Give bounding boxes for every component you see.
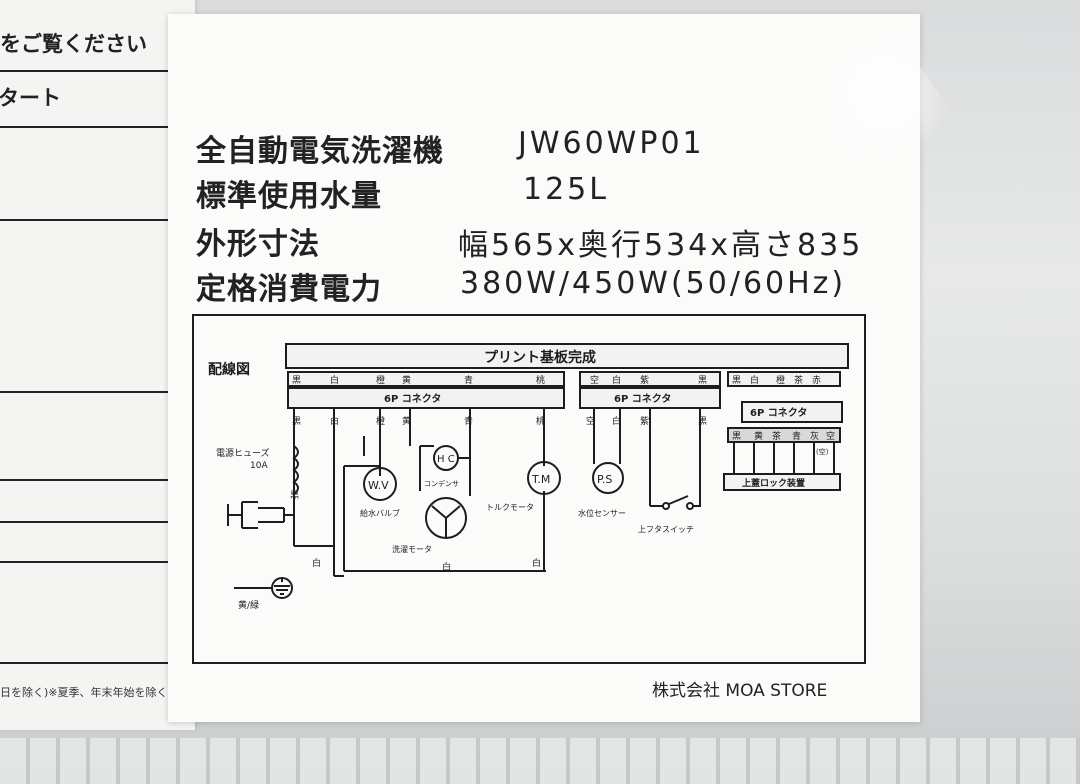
- wire-label: 茶: [794, 374, 803, 386]
- pressure-sensor-caption: 水位センサー: [578, 508, 626, 518]
- fuse-label: 電源ヒューズ: [216, 447, 270, 459]
- model-number: JW60WP01: [518, 126, 705, 161]
- dimensions-label: 外形寸法: [196, 227, 320, 262]
- wire-label: 黒: [698, 416, 707, 427]
- wire-label: 空: [586, 415, 595, 427]
- wire-label: 黒: [290, 490, 299, 501]
- water-usage-value: 125L: [523, 172, 609, 207]
- wire-label: 空: [826, 430, 835, 442]
- pcb-label: プリント基板完成: [484, 349, 596, 366]
- torque-motor-caption: トルクモータ: [486, 503, 534, 512]
- dimensions-value: 幅565x奥行534x高さ835: [458, 228, 864, 263]
- lid-switch-caption: 上フタスイッチ: [638, 525, 694, 534]
- adjacent-label-table: タート: [0, 70, 184, 664]
- wire-label: 空: [590, 374, 599, 386]
- wash-motor-caption: 洗濯モータ: [392, 544, 432, 554]
- connector-label: 6P コネクタ: [750, 407, 807, 419]
- power-value: 380W/450W(50/60Hz): [460, 266, 847, 301]
- adjacent-row: [0, 219, 182, 393]
- power-plug: [227, 501, 294, 529]
- wiring-diagram: 配線図 プリント基板完成 黒 白 橙 黄 青 桃 6P コネクタ 空 白 紫 黒…: [192, 314, 866, 664]
- pressure-sensor-symbol: [592, 462, 624, 494]
- water-valve-symbol: [363, 467, 397, 501]
- water-valve-caption: 給水バルブ: [360, 508, 400, 518]
- adjacent-row: タート: [0, 72, 182, 128]
- power-label: 定格消費電力: [196, 272, 382, 307]
- adjacent-row: [0, 521, 182, 563]
- wire-label: 桃: [536, 374, 545, 386]
- wire-label: 橙: [376, 374, 385, 386]
- wire-label: 紫: [640, 375, 649, 386]
- wire-label: 青: [464, 374, 473, 386]
- wire-label: 黄: [402, 374, 411, 386]
- torque-motor-label: T.M: [531, 473, 550, 486]
- connector-label: 6P コネクタ: [614, 393, 671, 405]
- rating-label: 全自動電気洗濯機 JW60WP01 標準使用水量 125L 外形寸法 幅565x…: [168, 14, 960, 722]
- adjacent-label-heading: をご覧ください: [0, 32, 147, 56]
- pcb-bar: [285, 343, 849, 369]
- adjacent-label: をご覧ください タート 日を除く)※夏季、年末年始を除く: [0, 0, 195, 730]
- machine-bottom-edge: [0, 738, 1080, 784]
- plug-wire: [293, 506, 334, 547]
- adjacent-row: [0, 479, 182, 523]
- connector-header-row: [287, 371, 565, 387]
- adjacent-row: [0, 126, 182, 221]
- wiring-lines: [293, 408, 701, 576]
- connector-6p-right: [741, 401, 843, 423]
- wire-label: 紫: [640, 416, 649, 427]
- wash-motor-wiring: [420, 445, 471, 538]
- switch-contact: [662, 502, 670, 510]
- wire-label: 黒: [292, 416, 301, 427]
- ground-label: 黄/緑: [238, 599, 259, 611]
- wire-label: 桃: [536, 415, 545, 427]
- product-type: 全自動電気洗濯機: [196, 134, 444, 169]
- wire-label: 白: [532, 557, 541, 569]
- fuse-symbol: [292, 445, 299, 495]
- wire-label: 黒: [732, 431, 741, 442]
- wire-label: 茶: [772, 430, 781, 442]
- wire-label: 青: [464, 415, 473, 427]
- connector-6p-left: [287, 387, 565, 409]
- connector-label: 6P コネクタ: [384, 393, 441, 405]
- wire-label: 白: [750, 374, 759, 386]
- wire-label: 橙: [776, 374, 785, 386]
- adjacent-row: [0, 391, 182, 481]
- capacitor-caption: コンデンサ: [424, 479, 459, 488]
- wire-label: 白: [612, 415, 621, 427]
- water-usage-label: 標準使用水量: [196, 179, 382, 214]
- ground-lines: [234, 578, 290, 595]
- switch-contact: [686, 502, 694, 510]
- wire-label: 黒: [732, 375, 741, 386]
- bottom-bus: [334, 570, 546, 577]
- adjacent-row-text: タート: [0, 86, 61, 110]
- pressure-sensor-label: P.S: [597, 473, 612, 486]
- lock-wires: [733, 442, 835, 474]
- torque-motor-symbol: [527, 461, 561, 495]
- lid-lock-label: 上蓋ロック装置: [742, 477, 805, 489]
- adjacent-footnote: 日を除く)※夏季、年末年始を除く: [0, 686, 168, 699]
- water-valve-label: W.V: [368, 479, 389, 492]
- wire-label: 灰: [810, 430, 819, 442]
- wire-label: 白: [612, 374, 621, 386]
- wire-label: 黄: [402, 415, 411, 427]
- wire-label: 白: [312, 557, 321, 569]
- wire-label: 黒: [698, 375, 707, 386]
- lid-switch-symbol: [650, 495, 701, 507]
- lid-lock-box: [723, 473, 841, 491]
- connector-footer-row: [727, 427, 841, 443]
- connector-header-row: [579, 371, 721, 387]
- fuse-rating: 10A: [250, 461, 268, 471]
- manufacturer: 株式会社 MOA STORE: [652, 681, 828, 701]
- wire-label: (空): [816, 447, 829, 456]
- capacitor-label: H C: [437, 454, 455, 465]
- wire-label: 青: [792, 430, 801, 442]
- connector-header-row: [727, 371, 841, 387]
- wire-label: 黒: [292, 375, 301, 386]
- wire-label: 黄: [754, 430, 763, 442]
- wire-label: 白: [442, 561, 451, 573]
- wiring-title: 配線図: [208, 361, 250, 378]
- wire-label: 白: [330, 374, 339, 386]
- wire-label: 赤: [812, 375, 821, 386]
